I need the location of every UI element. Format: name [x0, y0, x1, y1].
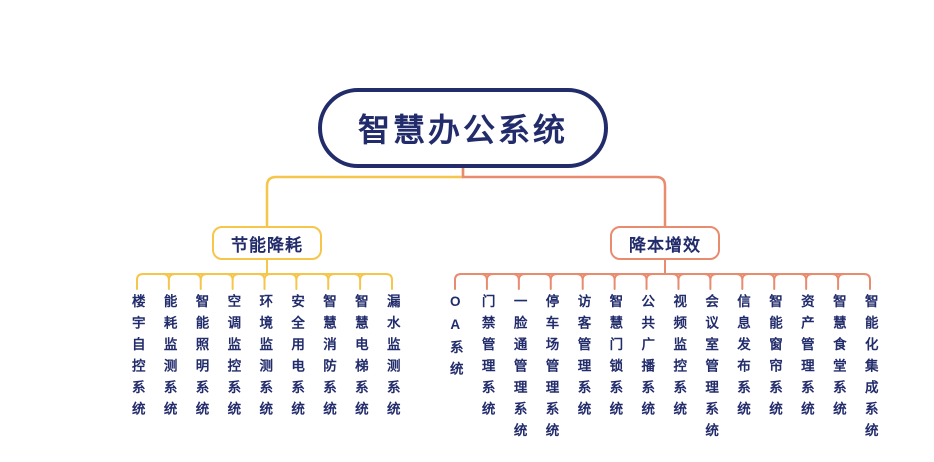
connector [321, 273, 336, 290]
child-node-label: 空调监控系统 [225, 294, 241, 423]
child-node-label: 资产管理系统 [798, 294, 814, 423]
connector [353, 273, 368, 290]
connector [863, 273, 871, 290]
child-node-label: 环境监测系统 [257, 294, 273, 423]
child-node-label: 智慧电梯系统 [352, 294, 368, 423]
connector [511, 273, 526, 290]
child-node-label: OA系统 [447, 294, 463, 383]
child-node-label: 智慧食堂系统 [830, 294, 846, 423]
child-node-label: 信息发布系统 [735, 294, 751, 423]
child-node-label: 智慧消防系统 [321, 294, 336, 423]
connector [575, 273, 590, 290]
child-node-label: 智能化集成系统 [862, 294, 878, 445]
branch-node-label: 降本增效 [629, 235, 701, 255]
child-node-label: 楼宇自控系统 [129, 294, 145, 423]
child-node-label: 漏水监测系统 [384, 294, 400, 423]
child-node-label: 智能窗帘系统 [766, 294, 782, 423]
branch-node-label: 节能降耗 [231, 235, 303, 255]
child-node-label: 智慧门锁系统 [607, 294, 623, 423]
connector [799, 273, 814, 290]
child-node-label: 一脸通管理系统 [511, 294, 527, 445]
connector [265, 166, 465, 228]
connector [225, 273, 240, 290]
connector [193, 273, 208, 290]
connector [607, 273, 622, 290]
connector [735, 273, 750, 290]
connector [767, 273, 782, 290]
child-node-label: 能耗监测系统 [161, 294, 177, 423]
connector [136, 273, 144, 290]
connector [454, 273, 462, 290]
connector [289, 273, 304, 290]
child-node-label: 视频监控系统 [671, 294, 687, 423]
connector [385, 273, 393, 290]
connector [831, 273, 846, 290]
child-node-label: 公共广播系统 [639, 294, 655, 423]
connector [671, 273, 686, 290]
root-node-label: 智慧办公系统 [357, 112, 568, 148]
child-node-label: 会议室管理系统 [703, 294, 719, 445]
connector [479, 273, 494, 290]
connector [257, 273, 272, 290]
connector [639, 273, 654, 290]
connector [543, 273, 558, 290]
child-node-label: 安全用电系统 [289, 294, 305, 423]
child-node-label: 门禁管理系统 [479, 294, 495, 423]
connector [461, 166, 667, 228]
branch-node-cost-reduction: 降本增效 [610, 226, 720, 260]
connector [161, 273, 176, 290]
connector [703, 273, 718, 290]
branch-node-energy-saving: 节能降耗 [212, 226, 322, 260]
child-node-label: 停车场管理系统 [543, 294, 559, 445]
child-node-label: 智能照明系统 [193, 294, 209, 423]
child-node-label: 访客管理系统 [575, 294, 591, 423]
root-node: 智慧办公系统 [318, 88, 608, 168]
